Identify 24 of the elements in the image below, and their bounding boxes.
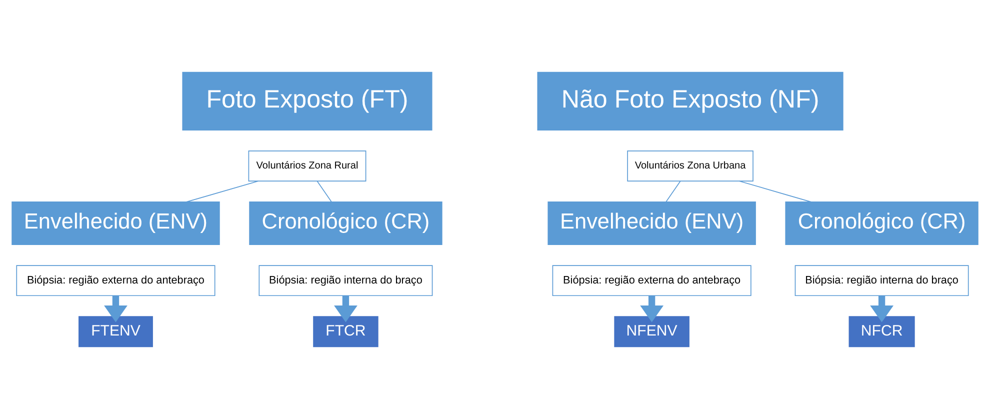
node-box: Envelhecido (ENV) [12,201,220,245]
connector [738,180,812,202]
node-box: Cronológico (CR) [249,201,442,245]
node-box: Foto Exposto (FT) [182,71,432,130]
connector [316,180,332,202]
arrow [870,295,894,322]
node-box: Biópsia: região externa do antebraço [16,264,216,296]
node-box: Biópsia: região externa do antebraço [552,264,752,296]
node-box: Biópsia: região interna do braço [258,264,433,296]
node-box: Cronológico (CR) [785,201,978,245]
connector [186,180,259,202]
node-box: FTCR [313,316,378,347]
node-box: Voluntários Zona Urbana [627,150,754,181]
arrow [334,295,358,322]
node-box: Biópsia: região interna do braço [794,264,969,296]
arrow [104,295,128,322]
node-box: Voluntários Zona Rural [248,150,366,181]
node-box: FTENV [78,316,153,347]
node-box: NFCR [848,316,915,347]
node-box: Envelhecido (ENV) [548,201,756,245]
node-box: Não Foto Exposto (NF) [537,71,844,130]
connector [666,180,681,202]
arrow [640,295,664,322]
node-box: NFENV [614,316,690,347]
